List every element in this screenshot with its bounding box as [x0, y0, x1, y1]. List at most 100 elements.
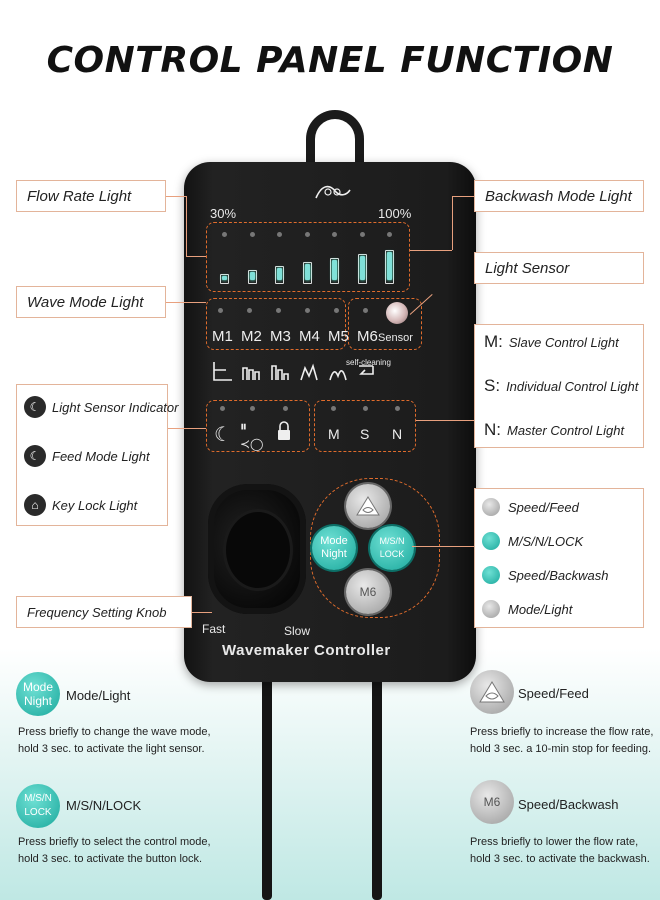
indicator-row-3: ⌂Key Lock Light: [24, 494, 137, 516]
button-cluster-ring: [310, 478, 440, 618]
msn-label-3: N: [392, 426, 403, 442]
wave-mode-icon-1: [212, 360, 234, 387]
flow-max-label: 100%: [378, 206, 412, 221]
sensor-lens[interactable]: [386, 302, 408, 324]
leader-backwash-v: [452, 196, 453, 250]
wave-mode-icon-2: [241, 360, 263, 387]
mode-label-3: M3: [270, 328, 291, 345]
self-cleaning-label: self-cleaning: [346, 358, 391, 367]
m6-button-label: M6: [359, 584, 377, 599]
control-light-row-1: M:Slave Control Light: [484, 332, 619, 352]
msn-led-2: [363, 406, 368, 411]
mode-label-1: M1: [212, 328, 233, 345]
leader-flow-rate-2: [186, 256, 206, 257]
mode-label-6: M6: [357, 328, 378, 345]
mode-led-2: [247, 308, 252, 313]
wave-mode-icon-5: [328, 360, 350, 387]
msn-lock-desc-2: hold 3 sec. to activate the button lock.: [18, 853, 203, 865]
speed-feed-title: Speed/Feed: [518, 686, 589, 701]
speed-feed-icon: [470, 670, 514, 714]
speed-backwash-desc-2: hold 3 sec. to activate the backwash.: [470, 853, 650, 865]
msn-lock-icon-line1: M/S/N: [24, 793, 52, 804]
flow-bar-3: [277, 268, 282, 280]
cable-left: [262, 670, 272, 900]
msn-label-2: S: [360, 426, 370, 442]
control-light-row-3: N:Master Control Light: [484, 420, 624, 440]
indicator-label-3: Key Lock Light: [52, 497, 138, 513]
moon-icon: ☾: [24, 445, 46, 467]
flow-bar-frame-4: [302, 262, 312, 284]
flow-led-2: [249, 232, 255, 237]
indicator-row-2: ☾ Feed Mode Light: [24, 445, 150, 467]
speed-feed-desc-2: hold 3 sec. a 10-min stop for feeding.: [470, 743, 651, 755]
msn-lock-button[interactable]: M/S/N LOCK: [370, 526, 414, 570]
leader-msn: [416, 420, 474, 421]
msn-led-1: [331, 406, 336, 411]
button-legend-label-2: M/S/N/LOCK: [508, 533, 584, 549]
mode-led-1: [218, 308, 223, 313]
mode-light-icon: Mode Night: [16, 672, 60, 716]
speed-backwash-title: Speed/Backwash: [518, 797, 619, 812]
backwash-group: [348, 298, 422, 350]
mode-led-3: [276, 308, 281, 313]
wave-mode-icon-3: [270, 360, 292, 387]
control-light-key-3: N:: [484, 420, 501, 439]
flow-bar-frame-2: [247, 270, 257, 284]
indicator-label-1: Light Sensor Indicator: [52, 399, 179, 415]
msn-group: [314, 400, 416, 452]
flow-bar-frame-1: [220, 274, 229, 284]
knob-slow-label: Slow: [284, 624, 311, 638]
speed-feed-button[interactable]: [346, 484, 390, 528]
callout-light-sensor: Light Sensor: [474, 252, 644, 284]
knob-fast-label: Fast: [202, 622, 226, 636]
mode-label-5: M5: [328, 328, 349, 345]
mode-night-button[interactable]: Mode Night: [312, 526, 356, 570]
msn-led-3: [395, 406, 400, 411]
leader-knob: [192, 612, 212, 613]
leader-wave-mode: [166, 302, 206, 303]
flow-bar-frame-6: [357, 254, 367, 284]
sensor-label: Sensor: [378, 332, 413, 344]
lock-icon: [276, 420, 292, 447]
indicator-led-1: [220, 406, 225, 411]
flow-bar-4: [304, 264, 310, 280]
flow-rate-group: [206, 222, 410, 292]
flow-bar-frame-3: [275, 266, 284, 284]
mode-led-5: [334, 308, 339, 313]
flow-led-7: [387, 232, 392, 237]
control-lights-box: [474, 324, 644, 448]
leader-indicators: [168, 428, 206, 429]
flow-bar-6: [359, 256, 365, 280]
knob-center[interactable]: [226, 512, 290, 588]
button-legend-row-2: M/S/N/LOCK: [482, 532, 583, 550]
leader-backwash-2: [410, 250, 452, 251]
mode-light-desc-2: hold 3 sec. to activate the light sensor…: [18, 743, 205, 755]
buttons-legend-box: [474, 488, 644, 628]
button-legend-row-4: Mode/Light: [482, 600, 572, 618]
flow-bar-7: [387, 252, 392, 280]
flow-bar-5: [332, 260, 337, 280]
indicator-led-2: [250, 406, 255, 411]
mode-button-line2: Night: [321, 548, 347, 560]
indicator-label-2: Feed Mode Light: [52, 448, 150, 464]
wave-mode-icon-4: [299, 360, 321, 387]
m6-button[interactable]: M6: [346, 570, 390, 614]
mode-led-6: [363, 308, 368, 313]
button-legend-label-3: Speed/Backwash: [508, 567, 609, 583]
msn-button-line2: LOCK: [379, 549, 405, 559]
mode-light-title: Mode/Light: [66, 688, 131, 703]
control-light-key-1: M:: [484, 332, 503, 351]
leader-flow-rate: [166, 196, 186, 197]
control-light-key-2: S:: [484, 376, 501, 395]
flow-bar-2: [249, 272, 255, 280]
indicator-row-1: ☾Light Sensor Indicator: [24, 396, 178, 418]
moon-icon: ☾: [214, 424, 232, 446]
m6-icon-label: M6: [483, 795, 501, 809]
msn-button-line1: M/S/N: [379, 536, 405, 546]
button-legend-row-3: Speed/Backwash: [482, 566, 608, 584]
cable-right: [372, 670, 382, 900]
callout-backwash-mode: Backwash Mode Light: [474, 180, 644, 212]
m6-icon: M6: [470, 780, 514, 824]
msn-label-1: M: [328, 426, 340, 442]
device-name: Wavemaker Controller: [222, 642, 391, 659]
